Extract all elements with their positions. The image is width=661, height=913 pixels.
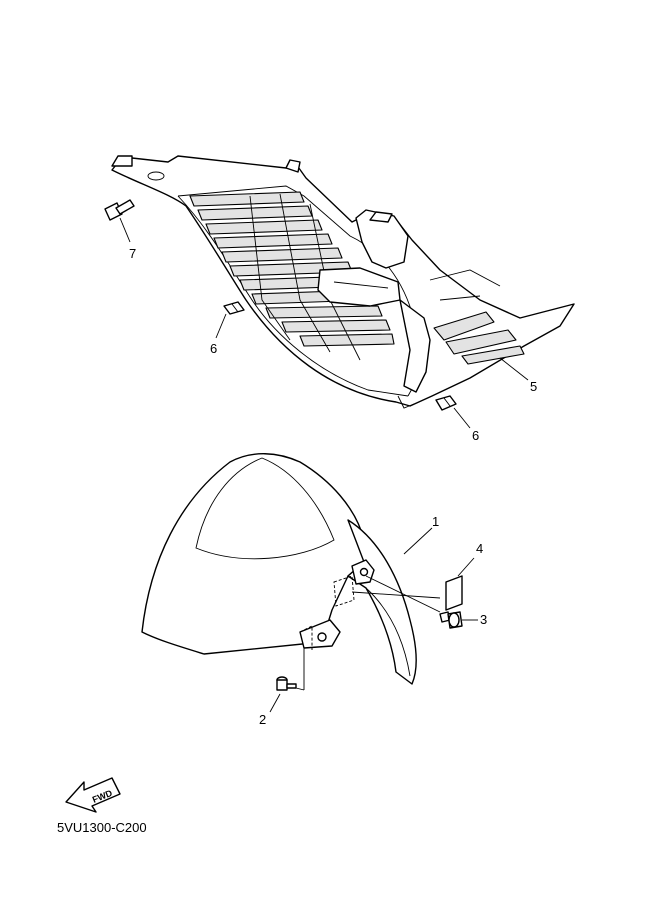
- callout-6-right: 6: [472, 428, 479, 443]
- front-fender: [141, 453, 433, 685]
- callout-1: 1: [432, 514, 439, 529]
- label-part-4: [445, 557, 475, 611]
- bolt-part-3: [351, 575, 478, 629]
- front-cover-with-grille: [111, 155, 575, 409]
- callout-2: 2: [259, 712, 266, 727]
- callout-3: 3: [480, 612, 487, 627]
- callout-4: 4: [476, 541, 483, 556]
- callout-6-left: 6: [210, 341, 217, 356]
- fwd-arrow-icon: FWD: [65, 777, 121, 813]
- clip-nut-part-6-right: [435, 395, 471, 429]
- bolt-part-7: [104, 199, 135, 243]
- callout-5: 5: [530, 379, 537, 394]
- screw-part-2: [269, 648, 305, 713]
- callout-7: 7: [129, 246, 136, 261]
- diagram-code: 5VU1300-C200: [57, 820, 147, 835]
- leader-part-5: [499, 357, 529, 381]
- clip-nut-part-6-left: [215, 301, 245, 339]
